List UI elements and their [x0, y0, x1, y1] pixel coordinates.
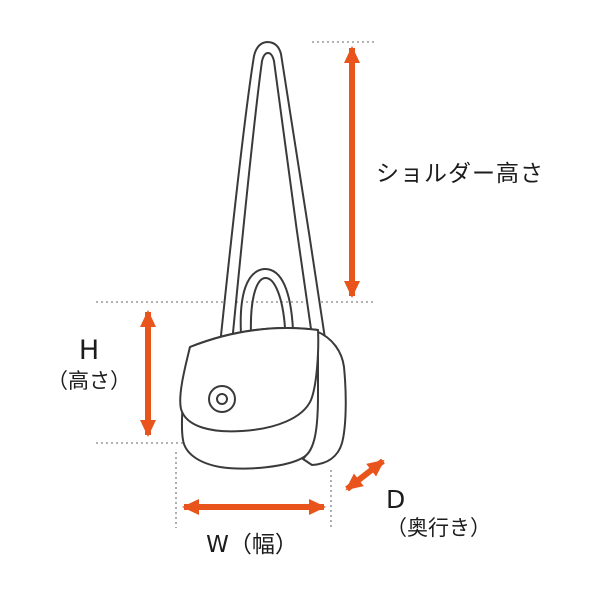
- height-label: H （高さ）: [28, 334, 150, 394]
- width-label: W（幅）: [206, 532, 298, 558]
- bag-line-art: [179, 41, 347, 470]
- depth-letter: D: [386, 485, 406, 514]
- height-letter: H: [78, 335, 100, 366]
- height-paren: （高さ）: [47, 368, 131, 393]
- depth-arrow: [345, 458, 385, 492]
- handle-inner: [249, 277, 286, 334]
- shoulder-height-label: ショルダー高さ: [376, 161, 544, 187]
- depth-label: D （奥行き）: [386, 484, 491, 542]
- bag-flap: [179, 327, 320, 433]
- depth-paren: （奥行き）: [386, 516, 491, 541]
- clasp-inner: [216, 393, 228, 405]
- guide-lines: [96, 41, 374, 528]
- handle: [239, 267, 294, 335]
- dimension-arrows: [140, 46, 385, 515]
- shoulder-strap: [219, 41, 327, 346]
